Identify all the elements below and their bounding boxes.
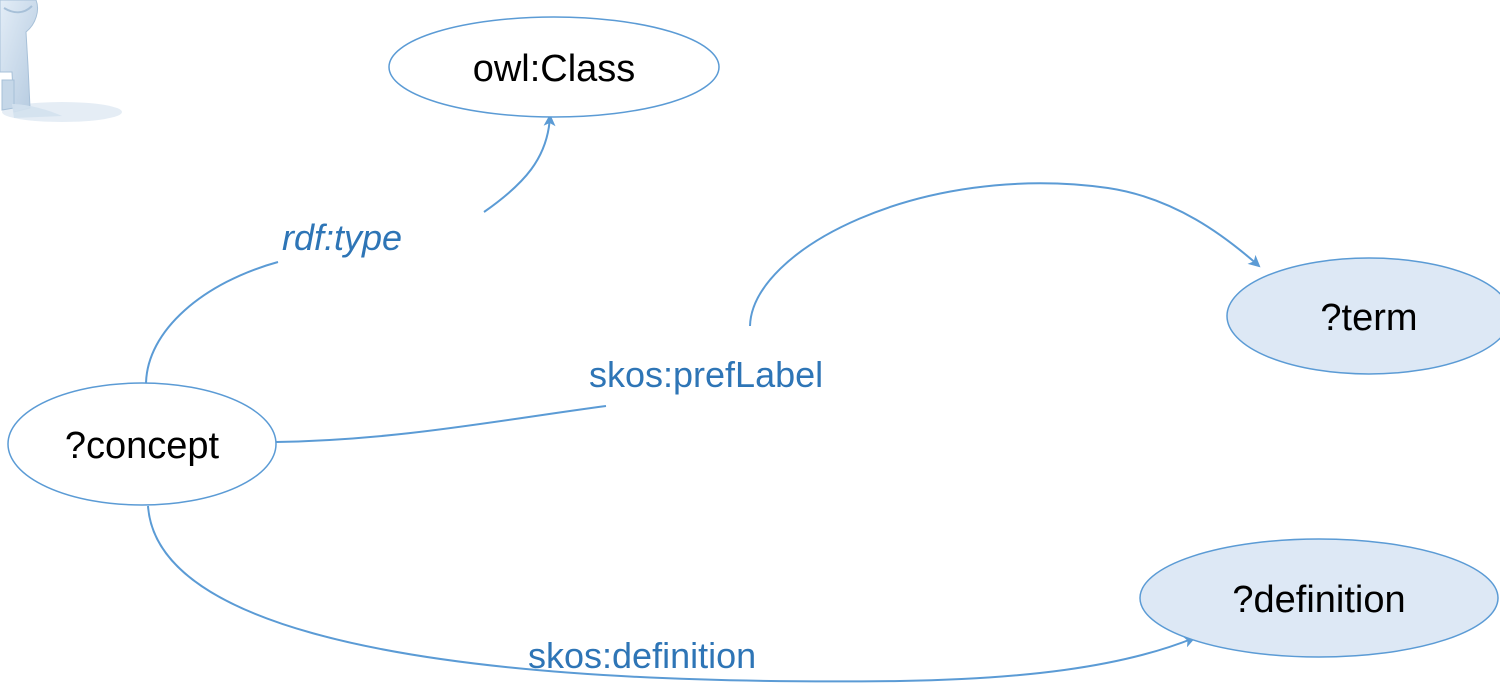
node-term-label: ?term	[1320, 297, 1417, 339]
node-owl-class: owl:Class	[388, 16, 720, 118]
person-figure-icon	[0, 0, 122, 122]
node-owl-class-shape	[388, 16, 720, 118]
edge-skos-preflabel-line-upper	[749, 182, 1261, 327]
node-concept: ?concept	[7, 382, 277, 506]
edge-rdf-type-line-upper	[483, 114, 556, 213]
node-definition-label: ?definition	[1232, 579, 1405, 621]
edge-rdf-type: rdf:type	[145, 114, 556, 386]
edge-rdf-type-line-lower	[145, 261, 279, 386]
edge-skos-definition: skos:definition	[147, 505, 1196, 683]
node-term: ?term	[1226, 257, 1500, 375]
edge-skos-preflabel-label: skos:prefLabel	[589, 354, 823, 395]
edge-skos-preflabel-line-lower	[275, 405, 607, 443]
node-owl-class-label: owl:Class	[473, 48, 636, 90]
edge-skos-definition-line	[147, 505, 1196, 683]
node-concept-shape	[7, 382, 277, 506]
edge-skos-preflabel: skos:prefLabel	[275, 182, 1261, 443]
node-concept-label: ?concept	[65, 425, 220, 467]
node-definition-shape	[1139, 538, 1499, 658]
edge-rdf-type-label: rdf:type	[282, 217, 402, 258]
node-definition: ?definition	[1139, 538, 1499, 658]
edge-skos-definition-label: skos:definition	[528, 635, 756, 676]
node-term-shape	[1226, 257, 1500, 375]
